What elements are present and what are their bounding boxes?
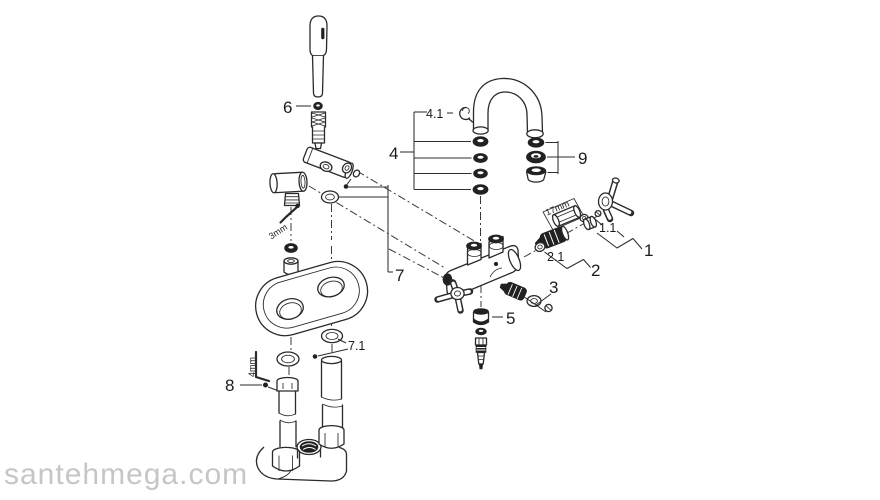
spout-retainer-clip bbox=[447, 106, 474, 123]
valve-body bbox=[434, 234, 522, 314]
plate-washer bbox=[320, 190, 340, 204]
hex-adapter-17mm: 17mm bbox=[542, 197, 585, 231]
escutcheon-o-ring bbox=[284, 243, 298, 253]
callout-9: 9 bbox=[578, 149, 587, 168]
o-ring-under-plate-right bbox=[320, 328, 344, 344]
bracket-2 bbox=[544, 251, 591, 270]
cross-handle-item1 bbox=[597, 177, 635, 223]
dim-3mm: 3mm bbox=[267, 222, 289, 241]
standpipe-right bbox=[320, 355, 344, 430]
callout-2-1: 2.1 bbox=[547, 250, 564, 264]
callout-1-1: 1.1 bbox=[599, 221, 616, 235]
callout-7-1-leaders bbox=[312, 338, 349, 359]
check-valve-group3 bbox=[499, 281, 553, 313]
callout-4: 4 bbox=[389, 144, 398, 163]
group7-leaders bbox=[339, 185, 393, 273]
callout-3: 3 bbox=[549, 278, 558, 297]
callout-6: 6 bbox=[283, 98, 292, 117]
callout-labels: 6 4 4.1 9 7 7.1 8 5 3 2 2.1 1 1.1 bbox=[225, 98, 653, 395]
dim-4mm: 4mm bbox=[247, 357, 257, 377]
callout-5: 5 bbox=[506, 309, 515, 328]
hex-key-3mm: 3mm bbox=[267, 203, 300, 241]
diverter-group5 bbox=[472, 308, 503, 370]
callout-7-1: 7.1 bbox=[348, 339, 365, 353]
o-ring-under-plate-left bbox=[276, 351, 300, 367]
body-port-left bbox=[466, 241, 482, 266]
spout bbox=[472, 77, 544, 139]
manifold bbox=[255, 424, 348, 482]
shower-holder bbox=[302, 146, 361, 189]
diverter-cross-handle bbox=[434, 279, 474, 314]
callout-7: 7 bbox=[395, 266, 404, 285]
callout-1: 1 bbox=[644, 241, 653, 260]
holder-o-rings bbox=[341, 162, 361, 189]
watermark-text: santehmega.com bbox=[4, 458, 248, 491]
bracket-1 bbox=[594, 218, 643, 250]
o-ring-stack bbox=[472, 136, 489, 195]
callout-4-1: 4.1 bbox=[426, 107, 443, 121]
escutcheon-plate bbox=[255, 260, 369, 337]
shower-check-valve bbox=[310, 111, 327, 150]
aerator-group bbox=[525, 137, 547, 183]
handle-small-parts bbox=[579, 209, 602, 231]
wall-elbow bbox=[269, 171, 308, 207]
o-ring-6 bbox=[296, 101, 323, 111]
callout-2: 2 bbox=[591, 261, 600, 280]
callout-8: 8 bbox=[225, 376, 234, 395]
thermostat-cartridge bbox=[534, 225, 570, 253]
body-port-right bbox=[488, 234, 504, 259]
hex-key-4mm: 4mm bbox=[240, 350, 280, 392]
group4-bracket bbox=[400, 111, 472, 191]
standpipe-left bbox=[276, 376, 299, 453]
hand-shower bbox=[309, 15, 328, 98]
group9-bracket bbox=[545, 141, 575, 174]
